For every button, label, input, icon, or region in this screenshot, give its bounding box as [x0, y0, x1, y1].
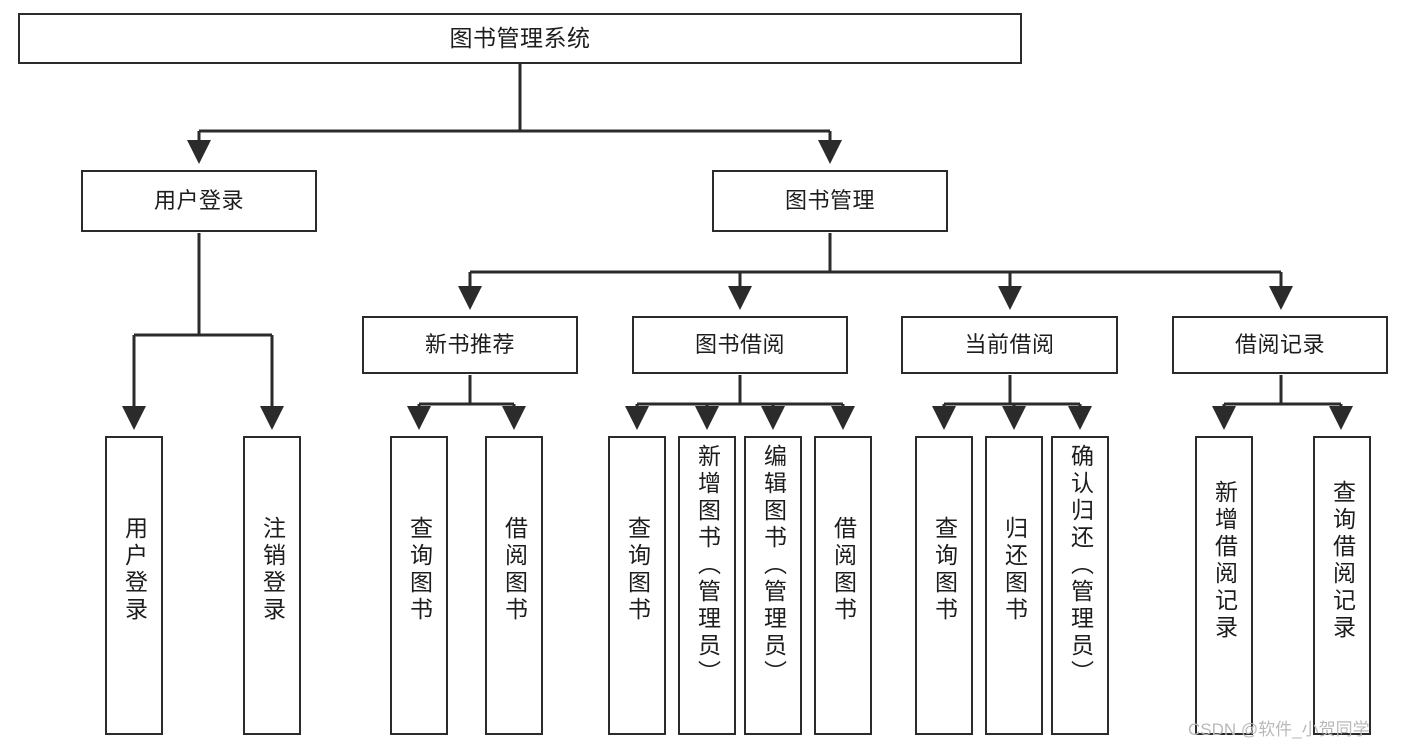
node-leaf-query-book-2-label: 查询图书 — [624, 516, 651, 624]
node-leaf-return-book-label: 归还图书 — [1001, 516, 1028, 624]
node-leaf-user-login[interactable]: 用户登录 — [105, 436, 163, 735]
node-leaf-edit-book[interactable]: 编辑图书（管理员） — [744, 436, 802, 735]
node-user-login[interactable]: 用户登录 — [81, 170, 317, 232]
node-leaf-borrow-book-2[interactable]: 借阅图书 — [814, 436, 872, 735]
node-book-manage[interactable]: 图书管理 — [712, 170, 948, 232]
node-leaf-query-record-label: 查询借阅记录 — [1329, 480, 1356, 642]
node-borrow-record[interactable]: 借阅记录 — [1172, 316, 1388, 374]
node-leaf-query-record[interactable]: 查询借阅记录 — [1313, 436, 1371, 735]
node-book-borrow-label: 图书借阅 — [694, 332, 785, 358]
node-leaf-logout-label: 注销登录 — [259, 516, 286, 624]
node-leaf-confirm-return[interactable]: 确认归还（管理员） — [1051, 436, 1109, 735]
node-leaf-add-record-label: 新增借阅记录 — [1211, 480, 1238, 642]
node-current-borrow[interactable]: 当前借阅 — [901, 316, 1118, 374]
node-leaf-borrow-book-2-label: 借阅图书 — [830, 516, 857, 624]
node-leaf-borrow-book-1-label: 借阅图书 — [501, 516, 528, 624]
node-book-borrow[interactable]: 图书借阅 — [632, 316, 848, 374]
node-leaf-user-login-label: 用户登录 — [121, 516, 148, 624]
node-leaf-query-book-3-label: 查询图书 — [931, 516, 958, 624]
node-leaf-borrow-book-1[interactable]: 借阅图书 — [485, 436, 543, 735]
node-new-book-recommend-label: 新书推荐 — [424, 332, 515, 358]
node-leaf-query-book-1-label: 查询图书 — [406, 516, 433, 624]
node-leaf-edit-book-label: 编辑图书（管理员） — [760, 444, 787, 687]
node-current-borrow-label: 当前借阅 — [964, 332, 1055, 358]
node-user-login-label: 用户登录 — [153, 188, 244, 214]
csdn-watermark: CSDN @软件_小贺同学 — [1188, 720, 1370, 739]
node-root[interactable]: 图书管理系统 — [18, 13, 1022, 64]
node-leaf-confirm-return-label: 确认归还（管理员） — [1067, 444, 1094, 687]
node-leaf-query-book-1[interactable]: 查询图书 — [390, 436, 448, 735]
node-leaf-logout[interactable]: 注销登录 — [243, 436, 301, 735]
node-new-book-recommend[interactable]: 新书推荐 — [362, 316, 578, 374]
node-leaf-query-book-2[interactable]: 查询图书 — [608, 436, 666, 735]
node-leaf-add-book[interactable]: 新增图书（管理员） — [678, 436, 736, 735]
node-leaf-add-record[interactable]: 新增借阅记录 — [1195, 436, 1253, 735]
node-book-manage-label: 图书管理 — [784, 188, 875, 214]
node-root-label: 图书管理系统 — [449, 25, 591, 52]
node-borrow-record-label: 借阅记录 — [1234, 332, 1325, 358]
node-leaf-add-book-label: 新增图书（管理员） — [694, 444, 721, 687]
node-leaf-query-book-3[interactable]: 查询图书 — [915, 436, 973, 735]
node-leaf-return-book[interactable]: 归还图书 — [985, 436, 1043, 735]
